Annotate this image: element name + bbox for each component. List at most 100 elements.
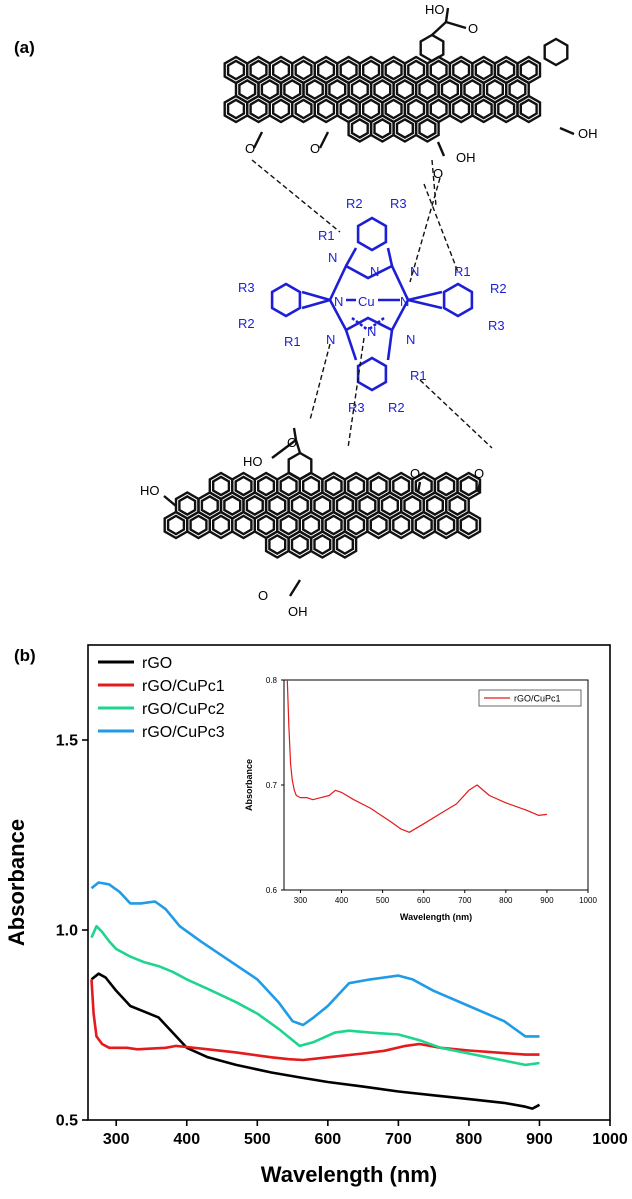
inset-series-line-rgo-cupc1 [286,679,547,833]
graphene-ring-inner [440,79,459,100]
graphene-ring-inner [245,495,264,516]
coordination-bonds [351,316,385,332]
graphene-ring-inner [226,59,246,81]
graphene-ring-inner [437,514,456,536]
main-series-line-rgo-cupc3 [90,881,540,1038]
graphene-ring-inner [226,98,246,120]
inset-x-tick-label: 800 [499,896,513,905]
graphene-ring-inner [324,475,343,497]
graphene-ring-inner [257,475,276,497]
graphene-ring-inner [369,514,388,536]
graphene-ring-inner [369,475,388,497]
cupc-sub-right-r1: R1 [454,264,471,279]
graphene-ring-inner [317,59,336,81]
graphene-ring-inner [474,59,493,81]
inset-x-tick-label: 400 [335,896,349,905]
graphene-ring-inner [234,514,253,536]
main-x-tick-label: 400 [173,1131,200,1148]
inset-x-axis-label: Wavelength (nm) [400,912,472,922]
cupc-sub-top-r2: R2 [346,196,363,211]
graphene-ring-inner [362,98,381,120]
cu-atom-label: Cu [358,294,375,309]
graphene-ring-inner [324,514,343,536]
inset-x-tick-label: 1000 [579,896,597,905]
graphene-ring-inner [189,514,208,536]
graphene-ring [414,114,440,143]
cupc-sub-right-r2: R2 [490,281,507,296]
graphene-ring-inner [437,475,456,497]
graphene-ring-inner [313,534,332,555]
graphene-ring-inner [407,98,426,120]
cupc-imine-n-2: N [370,264,379,279]
graphene-ring-inner [335,495,354,516]
benzo-ring-bottom [356,356,388,392]
main-y-tick-label: 0.5 [56,1113,78,1130]
graphene-ring-inner [317,98,336,120]
graphene-ring-inner [448,495,467,516]
ketone-bond [476,481,482,493]
graphene-ring-inner [459,475,478,497]
top-sheet-ketone-mid: O [310,141,320,156]
graphene-ring-inner [392,514,411,536]
graphene-ring-inner [290,495,309,516]
graphene-ring-inner [279,514,298,536]
main-y-axis-label: Absorbance [4,819,29,946]
graphene-ring-inner [485,79,504,100]
cupc-sub-left-r1: R1 [284,334,301,349]
graphene-ring-inner [249,59,268,81]
graphene-ring-inner [257,514,276,536]
main-x-tick-label: 300 [103,1131,130,1148]
bottom-sheet-cooh-bottom-oh: OH [288,604,308,619]
top-sheet-cooh-bottom-o: O [433,166,443,181]
graphene-ring-inner [212,475,231,497]
graphene-ring-inner [200,495,219,516]
graphene-ring-inner [508,79,527,100]
top-sheet-ketone-left: O [245,141,255,156]
bottom-sheet-cooh-bottom-o: O [258,588,268,603]
top-sheet-cooh-ho: HO [425,2,445,17]
graphene-ring-inner [384,59,403,81]
pyrrole-bonds-right [407,290,443,310]
molecular-structure-diagram: HO O O OH O O OH O HO HO O O OH O Cu R3 … [140,2,598,619]
graphene-ring-inner [283,79,302,100]
main-x-tick-label: 1000 [592,1131,628,1148]
graphene-ring-inner [429,59,448,81]
benzo-ring-left [270,282,302,318]
graphene-ring-inner [519,98,538,120]
ketone-bond [252,131,264,149]
graphene-ring-inner [290,534,309,555]
graphene-ring-inner [347,514,366,536]
graphene-ring-inner [335,534,354,555]
cupc-imine-n-4: N [326,332,335,347]
graphene-ring-inner [395,118,414,139]
pyrrole-bonds-left [301,290,331,310]
graphene-ring-inner [373,118,392,139]
top-sheet-cooh-bottom-oh: OH [456,150,476,165]
graphene-ring-inner [223,495,242,516]
graphene-ring-inner [362,59,381,81]
graphene-ring-inner [384,98,403,120]
graphene-ring-inner [425,495,444,516]
graphene-ring-inner [497,98,516,120]
graphene-ring-inner [350,79,369,100]
graphene-ring [543,37,569,67]
cupc-sub-top-r1: R1 [318,228,335,243]
graphene-ring-inner [414,475,433,497]
main-x-tick-label: 900 [526,1131,553,1148]
graphene-ring-inner [347,475,366,497]
pyrrole-bonds-top [344,247,394,267]
bottom-sheet-ketone-2: O [474,466,484,481]
graphene-ring-inner [294,98,313,120]
graphene-ring-inner [407,59,426,81]
main-x-tick-label: 800 [456,1131,483,1148]
graphene-ring-inner [380,495,399,516]
graphene-ring-inner [459,514,478,536]
cupc-sub-bottom-r1: R1 [410,368,427,383]
main-x-tick-label: 600 [314,1131,341,1148]
ketone-bond [318,131,330,149]
cupc-sub-left-r2: R2 [238,316,255,331]
inset-x-tick-label: 300 [294,896,308,905]
benzo-ring-top [356,216,388,252]
